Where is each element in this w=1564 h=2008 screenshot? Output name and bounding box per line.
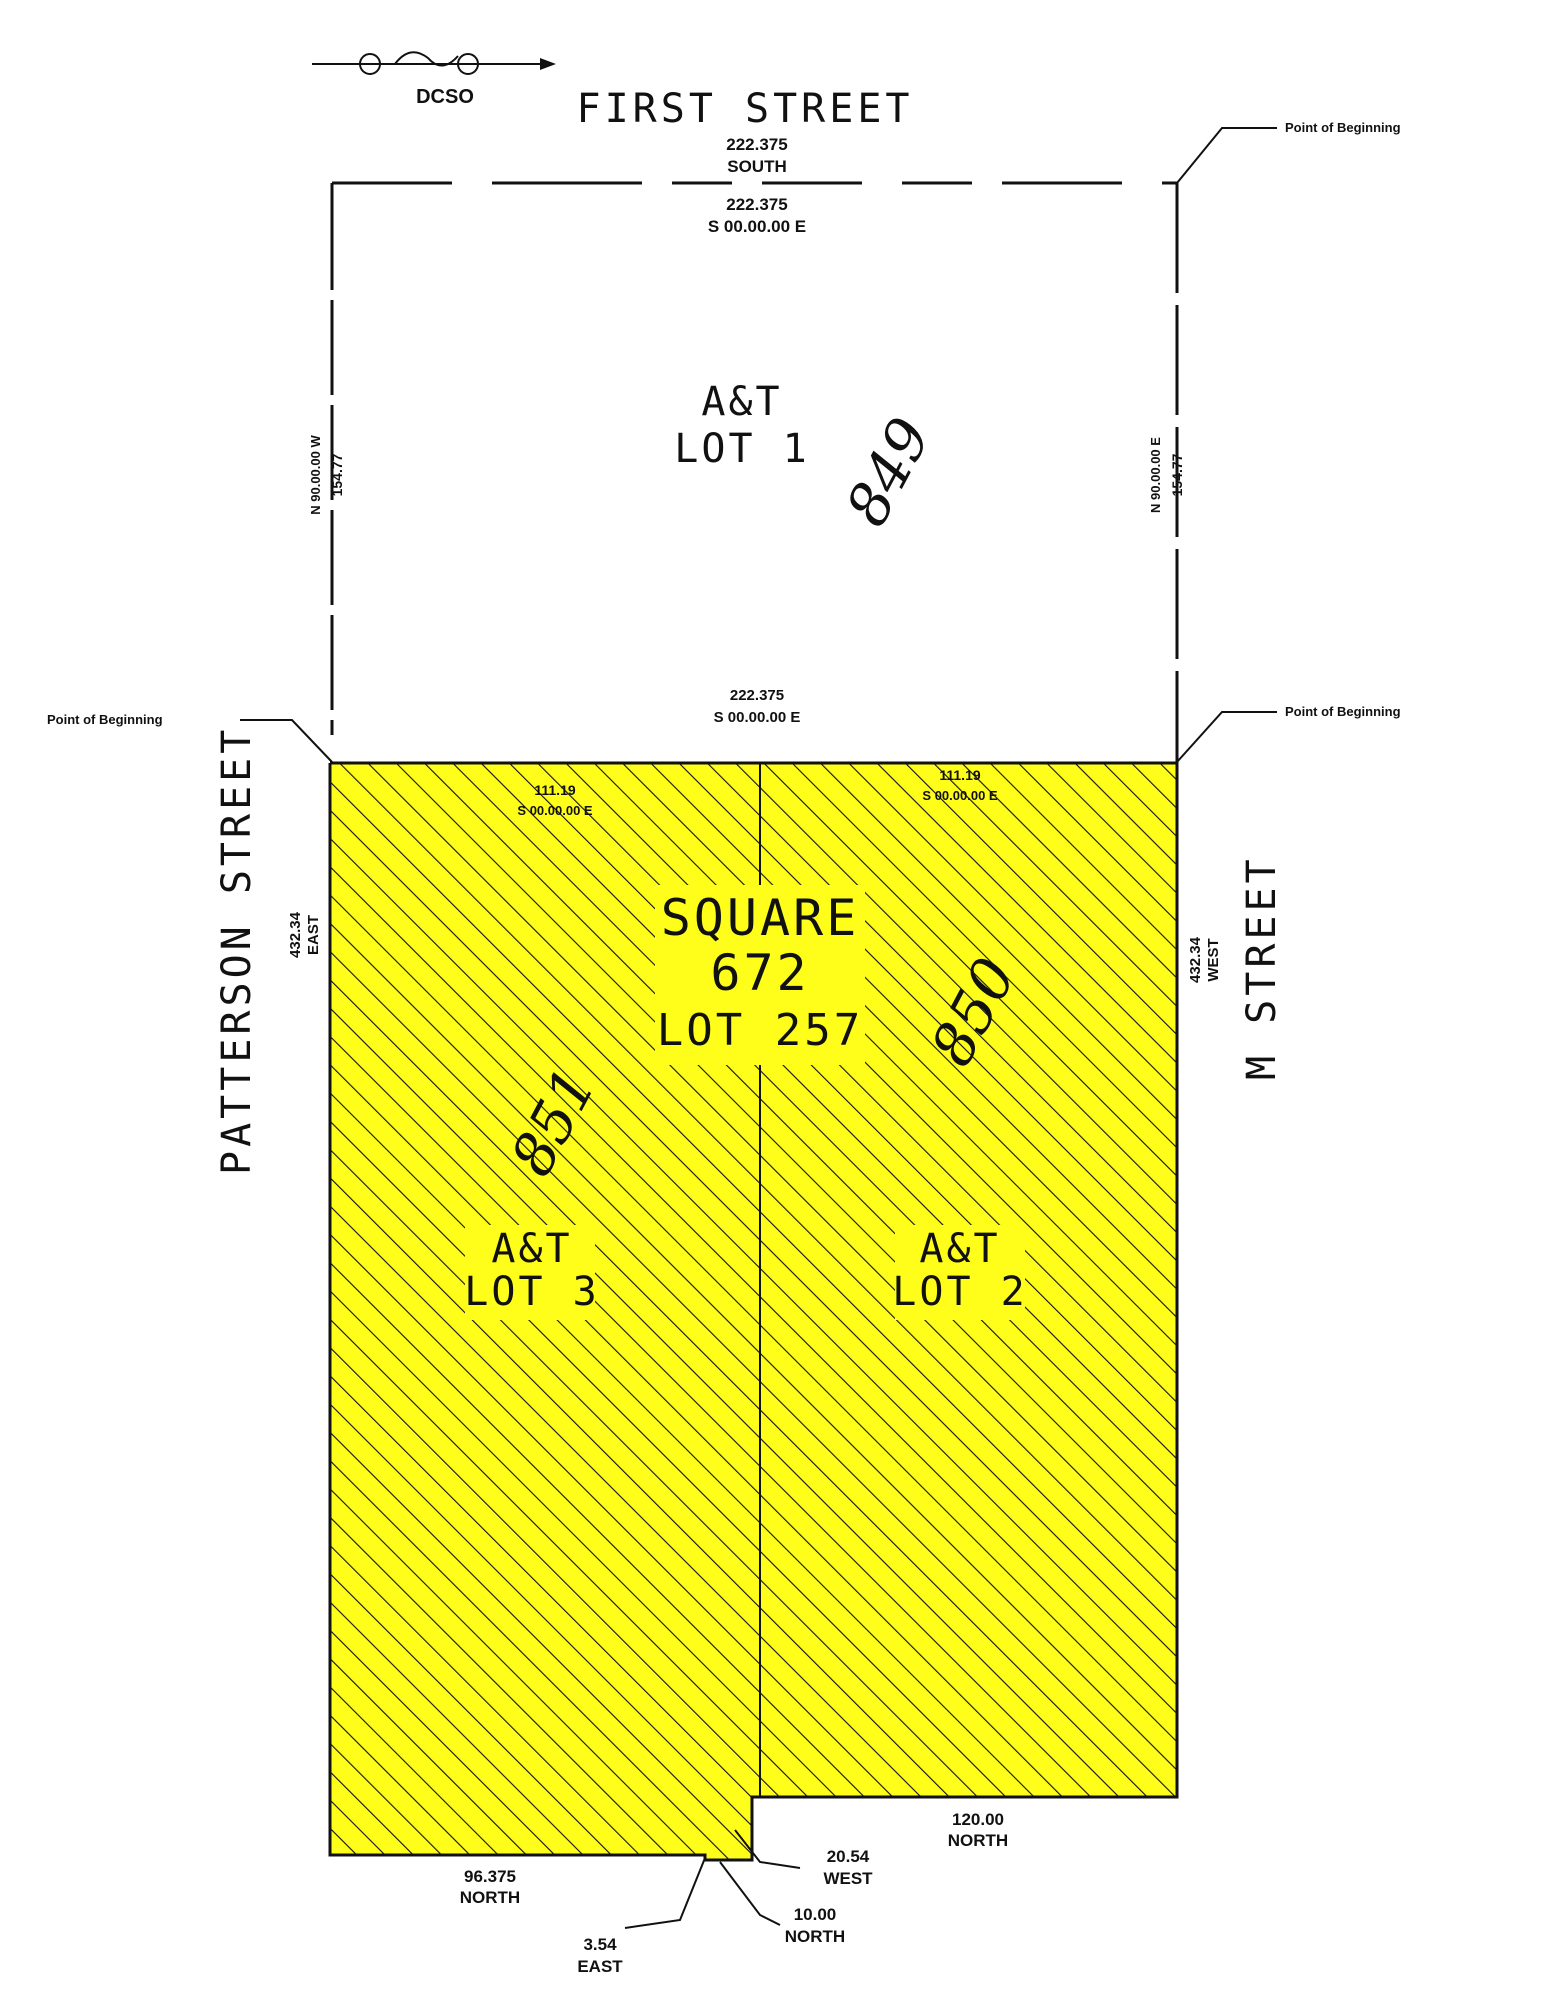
mid-length: 222.375 (730, 687, 784, 704)
bottom-west-length: 96.375 (464, 1867, 516, 1886)
square-label: SQUARE (661, 889, 860, 947)
lot2-label-line2: LOT 2 (892, 1269, 1027, 1315)
dcso-logo: DCSO (312, 51, 556, 108)
pob-left: Point of Beginning (47, 712, 333, 763)
lot1-west-bearing: N 90.00.00 W (308, 435, 323, 515)
east-direction: WEST (1205, 938, 1222, 981)
lot1-handwritten-number: 849 (832, 407, 944, 537)
top-inner-length: 222.375 (726, 195, 787, 214)
lot3-north-length: 111.19 (534, 782, 575, 798)
pob-mid-right: Point of Beginning (1176, 704, 1401, 763)
lot1-east-length: 154.77 (1169, 453, 1185, 496)
leader-notch-east (624, 1857, 706, 1929)
west-length: 432.34 (287, 911, 304, 958)
notch-east-length: 3.54 (583, 1935, 617, 1954)
street-first: FIRST STREET (577, 86, 914, 132)
west-direction: EAST (305, 915, 322, 955)
pob-top-right: Point of Beginning (1176, 120, 1401, 184)
svg-text:Point of Beginning: Point of Beginning (1285, 704, 1401, 719)
top-inner-bearing: S 00.00.00 E (708, 217, 806, 236)
lot3-north-bearing: S 00.00.00 E (517, 803, 592, 818)
notch-north-length: 10.00 (794, 1905, 837, 1924)
street-m: M STREET (1239, 855, 1285, 1080)
leader-notch-west (734, 1829, 801, 1869)
east-length: 432.34 (1187, 936, 1204, 983)
mid-bearing: S 00.00.00 E (714, 709, 801, 726)
lot1-label-line2: LOT 1 (674, 426, 809, 472)
notch-west-length: 20.54 (827, 1847, 870, 1866)
notch-north-direction: NORTH (785, 1927, 845, 1946)
lot-257-label: LOT 257 (657, 1005, 863, 1056)
square-672-parcel (328, 761, 1179, 1862)
svg-text:Point of Beginning: Point of Beginning (1285, 120, 1401, 135)
lot1-west-length: 154.77 (329, 453, 345, 496)
svg-text:Point of Beginning: Point of Beginning (47, 712, 163, 727)
lot2-north-length: 111.19 (939, 767, 980, 783)
lot3-label-line2: LOT 3 (464, 1269, 599, 1315)
logo-text: DCSO (416, 86, 474, 108)
top-length: 222.375 (726, 135, 787, 154)
top-direction: SOUTH (727, 157, 787, 176)
lot2-label-line1: A&T (919, 1226, 1000, 1272)
notch-west-direction: WEST (823, 1869, 873, 1888)
leader-notch-north (719, 1861, 781, 1926)
bottom-east-direction: NORTH (948, 1831, 1008, 1850)
square-number: 672 (710, 944, 809, 1002)
bottom-west-direction: NORTH (460, 1888, 520, 1907)
lot1-boundary (330, 181, 1179, 765)
lot1-east-bearing: N 90.00.00 E (1148, 437, 1163, 513)
lot2-north-bearing: S 00.00.00 E (922, 788, 997, 803)
notch-east-direction: EAST (577, 1957, 623, 1976)
bottom-east-length: 120.00 (952, 1810, 1004, 1829)
street-patterson: PATTERSON STREET (214, 726, 260, 1175)
lot1-label-line1: A&T (701, 379, 782, 425)
lot3-label-line1: A&T (491, 1226, 572, 1272)
